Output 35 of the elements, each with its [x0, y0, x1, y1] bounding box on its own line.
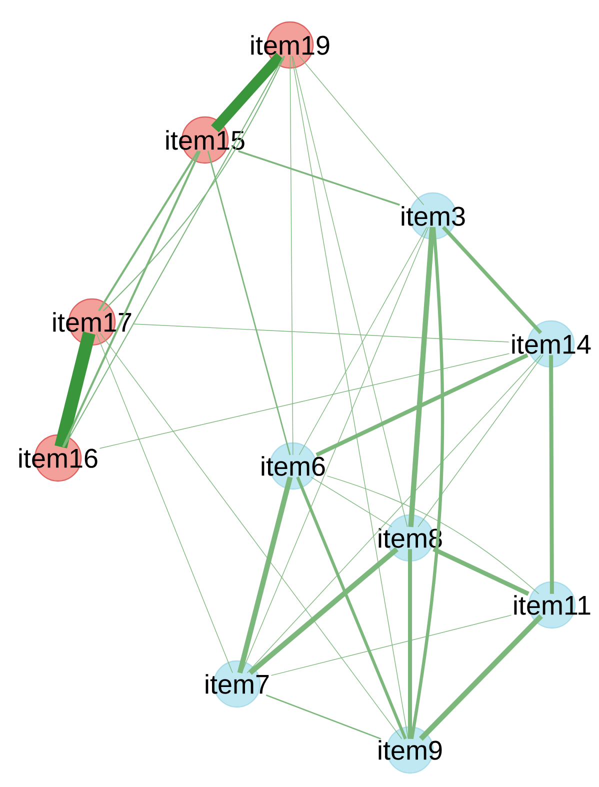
edge-line: [266, 694, 382, 740]
edge-line: [432, 547, 530, 596]
edge-line: [296, 476, 407, 740]
edge-line: [298, 56, 424, 206]
edge-line: [98, 150, 199, 312]
edge-line: [310, 476, 392, 528]
edge-line: [442, 226, 542, 334]
edge-line: [54, 332, 96, 448]
edge-line: [292, 56, 408, 528]
edge-line: [62, 150, 201, 448]
edge-line: [408, 226, 435, 528]
edge-line: [419, 614, 543, 741]
edge-line: [96, 332, 233, 674]
edge-line: [99, 353, 510, 449]
edge-line: [316, 353, 528, 457]
edge-line: [410, 227, 444, 740]
edge-line: [298, 226, 428, 456]
edge-line: [248, 547, 399, 675]
edge-line: [64, 56, 284, 448]
edge-line: [270, 614, 512, 676]
edge-line: [241, 226, 429, 674]
edge-line: [100, 332, 402, 740]
edge-line: [211, 52, 284, 132]
edge-line: [133, 324, 510, 342]
edge-line: [246, 354, 542, 674]
edge-line: [418, 354, 544, 528]
edge-line: [290, 56, 294, 456]
edge-line: [292, 56, 408, 740]
edge-line: [549, 355, 554, 594]
edge-line: [102, 56, 286, 312]
edge-line: [326, 476, 540, 594]
edge-line: [237, 476, 293, 674]
edge-line: [238, 150, 400, 206]
edge-line: [408, 549, 412, 739]
edge-line: [207, 150, 291, 456]
